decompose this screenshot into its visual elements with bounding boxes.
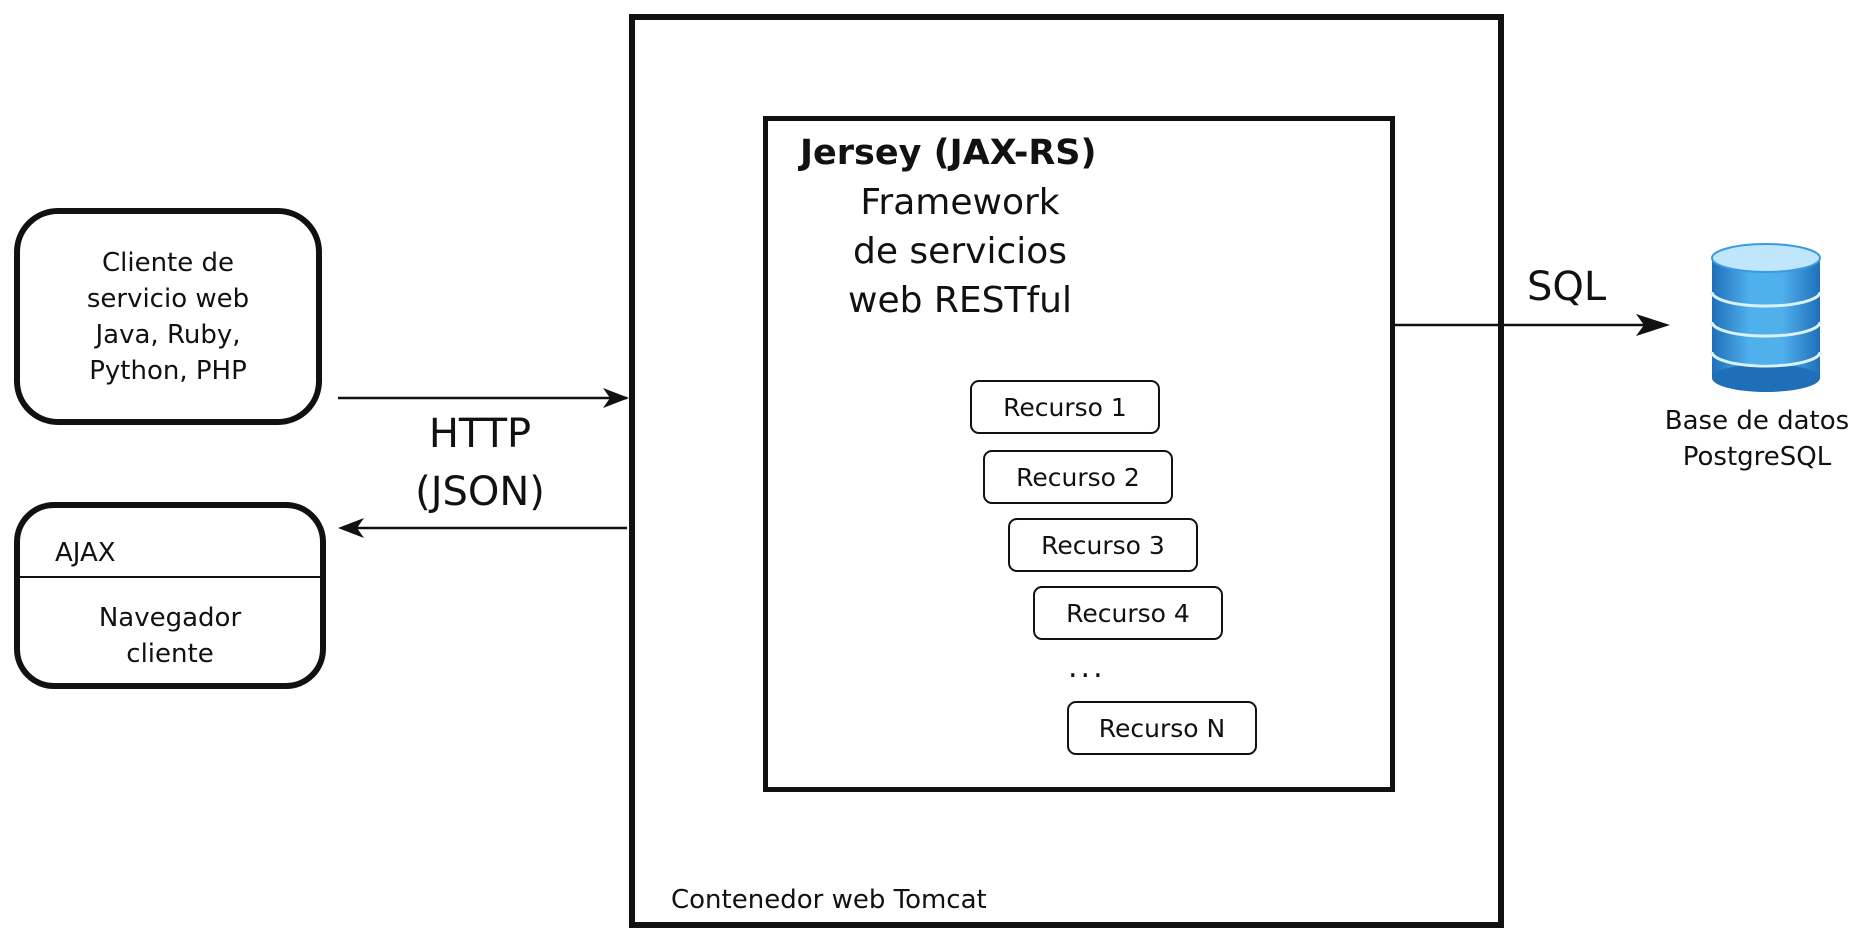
resource-n: Recurso N xyxy=(1067,701,1257,755)
resources-ellipsis: ... xyxy=(1068,650,1106,685)
jersey-framework-box xyxy=(763,116,1395,792)
resource-1: Recurso 1 xyxy=(970,380,1160,434)
tomcat-container xyxy=(629,14,1504,928)
resource-2: Recurso 2 xyxy=(983,450,1173,504)
response-arrow xyxy=(338,518,627,538)
http-json-label: HTTP (JSON) xyxy=(415,411,545,515)
ajax-label: AJAX xyxy=(20,508,320,578)
request-arrow xyxy=(338,388,629,408)
resource-4: Recurso 4 xyxy=(1033,586,1223,640)
jersey-title: Jersey (JAX-RS) xyxy=(800,133,1097,173)
resource-3: Recurso 3 xyxy=(1008,518,1198,572)
web-service-client-box: Cliente de servicio web Java, Ruby, Pyth… xyxy=(14,208,322,425)
web-service-client-label: Cliente de servicio web Java, Ruby, Pyth… xyxy=(86,247,250,386)
browser-client-box: AJAX Navegador cliente xyxy=(14,502,326,689)
database-icon xyxy=(1710,243,1822,392)
tomcat-container-label: Contenedor web Tomcat xyxy=(671,885,987,915)
sql-label: SQL xyxy=(1527,264,1607,310)
sql-arrow xyxy=(1395,314,1670,336)
database-label: Base de datos PostgreSQL xyxy=(1664,406,1850,472)
browser-client-label: Navegador cliente xyxy=(98,603,242,669)
jersey-subtitle: Framework de servicios web RESTful xyxy=(848,182,1072,321)
